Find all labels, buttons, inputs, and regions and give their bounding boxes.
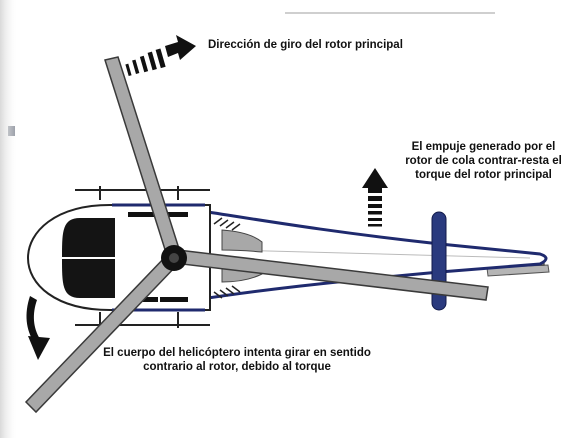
body-torque-arrow (26, 296, 50, 360)
main-rotor-blades (24, 56, 489, 414)
scan-artifact-top (285, 12, 495, 14)
rotor-direction-arrow (125, 35, 196, 77)
scan-edge (0, 0, 18, 438)
body-torque-label: El cuerpo del helicóptero intenta girar … (103, 347, 371, 373)
tail-boom (194, 208, 548, 302)
landing-skids (75, 186, 210, 328)
tail-thrust-label: El empuje generado por el rotor de cola … (405, 141, 562, 181)
rotor-direction-label: Dirección de giro del rotor principal (208, 39, 403, 51)
tail-thrust-arrow (362, 168, 388, 227)
